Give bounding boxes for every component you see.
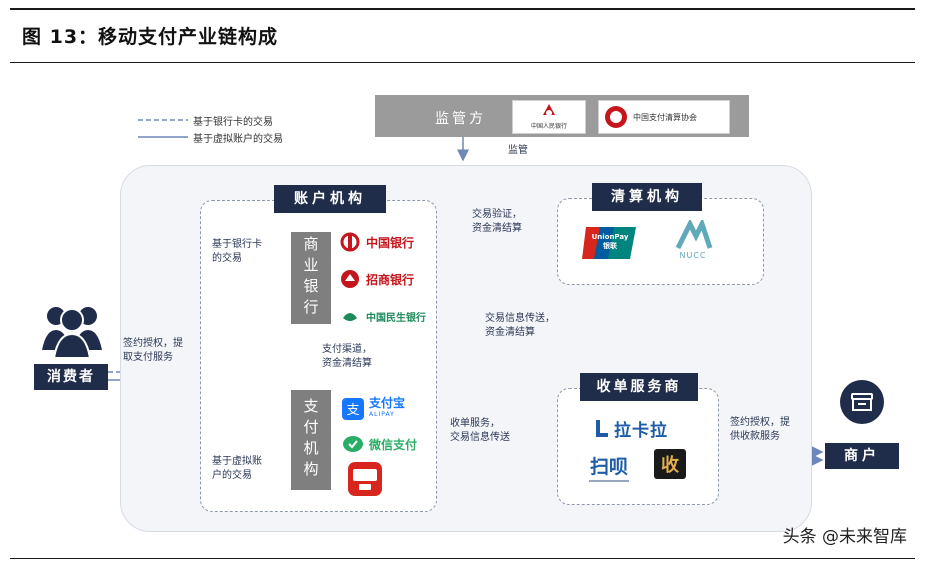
account-institution-label: 账户机构 <box>274 185 386 213</box>
cmbc-logo: 中国民生银行 <box>340 306 426 326</box>
legend-solid-label: 基于虚拟账户的交易 <box>193 134 283 145</box>
bank-card-note: 基于银行卡 的交易 <box>212 239 262 264</box>
cmb-logo: 招商银行 <box>340 269 414 289</box>
wechat-icon <box>343 436 363 452</box>
regulator-arrow-label: 监管 <box>508 145 528 156</box>
lakala-logo: 拉卡拉 <box>594 416 668 441</box>
nucc-icon <box>675 217 713 250</box>
boc-icon <box>340 232 360 252</box>
clearing-left-label: 交易验证， 资金清结算 <box>472 209 522 234</box>
clearing-institution-box <box>557 198 764 285</box>
acquirer-left-label: 收单服务， 交易信息传送 <box>450 418 510 443</box>
shou-name: 收 <box>661 455 679 476</box>
commercial-bank-pill: 商业银行 <box>291 232 331 324</box>
saobei-name: 扫呗 <box>589 456 628 478</box>
watermark: 头条 @未来智库 <box>782 527 907 547</box>
unionpay-text: UnionPay 银联 <box>591 233 629 250</box>
acquirer-label: 收单服务商 <box>580 373 698 401</box>
payment-institution-pill: 支付机构 <box>291 390 331 490</box>
boc-name: 中国银行 <box>366 235 415 250</box>
svg-text:支: 支 <box>346 403 359 418</box>
pcac-emblem-icon <box>605 106 627 128</box>
cmb-name: 招商银行 <box>366 272 415 287</box>
payment-channel-label: 支付渠道， 资金清结算 <box>322 344 372 369</box>
alipay-icon: 支 <box>342 398 364 420</box>
pboc-logo: 中国人民银行 <box>512 100 586 134</box>
virtual-account-note: 基于虚拟账 户的交易 <box>212 456 262 481</box>
pcac-logo-text: 中国支付清算协会 <box>633 113 697 122</box>
wechatpay-name: 微信支付 <box>369 437 418 452</box>
store-icon <box>851 393 873 411</box>
alipay-name: 支付宝 <box>369 396 406 410</box>
wechatpay-logo: 微信支付 <box>342 434 417 454</box>
boc-logo: 中国银行 <box>340 232 414 252</box>
shou-logo: 收 <box>654 449 686 479</box>
regulator-label: 监管方 <box>435 111 486 127</box>
alipay-logo: 支 支付宝 ALIPAY <box>342 397 405 421</box>
consumer-icon <box>40 300 104 359</box>
alipay-subtitle: ALIPAY <box>369 411 395 418</box>
pboc-emblem-icon <box>543 104 555 116</box>
merchant-arrow-label: 签约授权，提 供收款服务 <box>730 417 790 442</box>
bottom-rule <box>10 558 915 559</box>
lakala-name: 拉卡拉 <box>614 421 668 441</box>
cmbc-icon <box>343 313 357 321</box>
nucc-text: NUCC <box>679 251 707 260</box>
acquirer-box <box>557 388 719 505</box>
title-bar <box>10 8 915 63</box>
unionpay-icon <box>582 227 636 259</box>
unionpay-app-icon <box>348 462 382 496</box>
merchant-label: 商户 <box>825 443 899 469</box>
cmbc-name: 中国民生银行 <box>366 312 426 324</box>
saobei-logo: 扫呗 <box>589 452 629 482</box>
clearing-institution-label: 清算机构 <box>592 183 702 211</box>
legend-dashed-label: 基于银行卡的交易 <box>193 117 273 128</box>
unionpay-logo: UnionPay 银联 <box>582 225 636 261</box>
pboc-logo-text: 中国人民银行 <box>530 123 567 130</box>
consumer-label: 消费者 <box>34 364 108 390</box>
page-title: 图 13：移动支付产业链构成 <box>22 26 279 48</box>
cmb-icon <box>341 270 359 288</box>
nucc-logo: NUCC <box>668 217 718 264</box>
consumer-arrow-label: 签约授权，提 取支付服务 <box>123 338 183 363</box>
merchant-icon <box>840 380 884 424</box>
clearing-mid-label: 交易信息传送， 资金清结算 <box>485 313 555 338</box>
lakala-icon <box>596 419 608 437</box>
pcac-logo: 中国支付清算协会 <box>598 100 730 134</box>
